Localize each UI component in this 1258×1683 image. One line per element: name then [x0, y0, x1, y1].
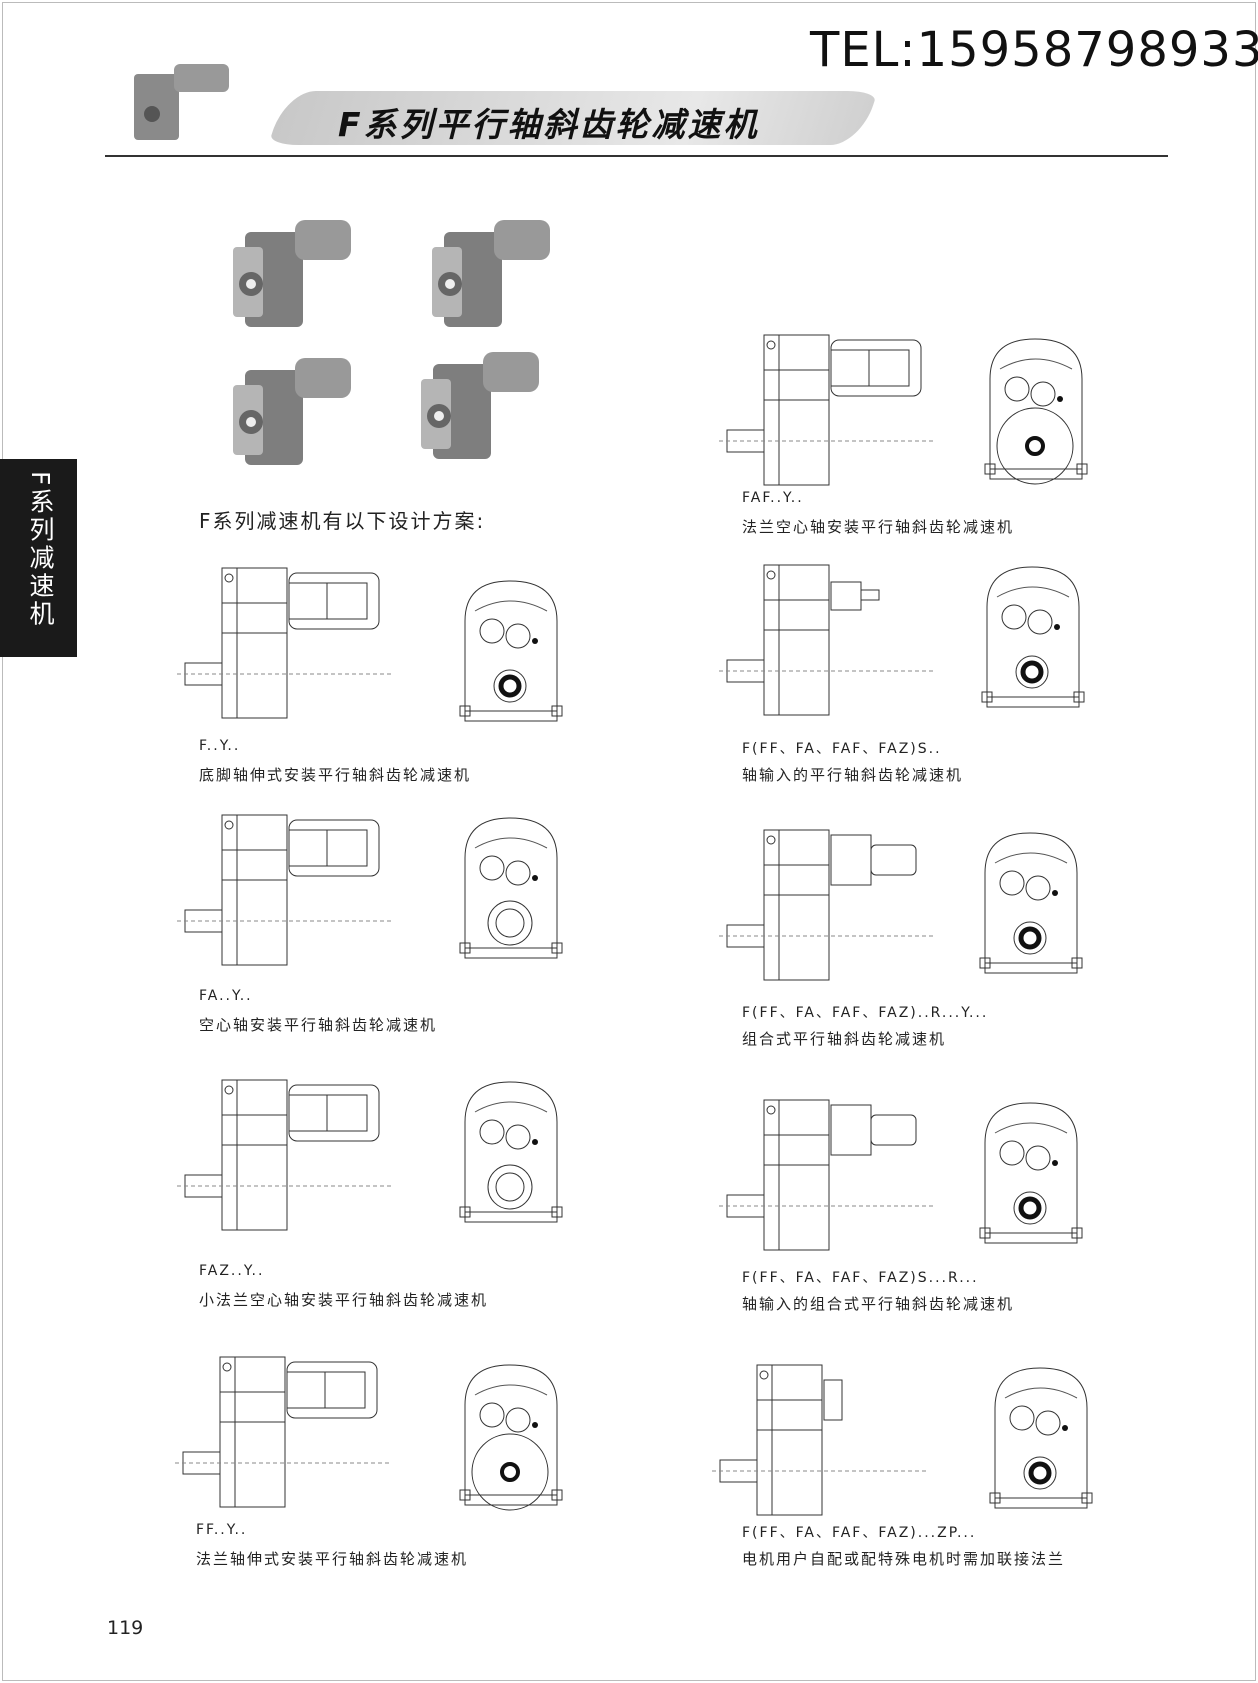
telephone: TEL:15958798933: [810, 22, 1258, 78]
design-desc: 小法兰空心轴安装平行轴斜齿轮减速机: [199, 1291, 489, 1309]
design-desc: 轴输入的组合式平行轴斜齿轮减速机: [742, 1295, 1015, 1313]
front-view-drawing: [989, 1367, 1093, 1509]
header-product-photo: [134, 64, 229, 140]
front-view-drawing: [459, 1364, 563, 1511]
design-label: F(FF、FA、FAF、FAZ)...ZP... 电机用户自配或配特殊电机时需加联…: [742, 1522, 1065, 1569]
side-view-drawing: [177, 814, 392, 966]
product-photo: [421, 352, 539, 459]
side-view-drawing: [719, 564, 934, 716]
design-desc: 空心轴安装平行轴斜齿轮减速机: [199, 1016, 438, 1034]
front-view-drawing: [459, 817, 563, 959]
design-label: F..Y.. 底脚轴伸式安装平行轴斜齿轮减速机: [199, 738, 471, 785]
side-tab: F系列减速机: [0, 459, 77, 657]
design-desc: 底脚轴伸式安装平行轴斜齿轮减速机: [199, 766, 472, 784]
front-view-drawing: [979, 1102, 1083, 1244]
page-number: 119: [107, 1617, 144, 1639]
product-photo: [233, 358, 351, 465]
side-view-drawing: [719, 334, 934, 486]
side-tab-label: F系列减速机: [26, 471, 55, 629]
header-divider: [105, 155, 1168, 157]
design-label: FA..Y.. 空心轴安装平行轴斜齿轮减速机: [199, 988, 437, 1035]
design-code: F(FF、FA、FAF、FAZ)S..: [742, 741, 942, 757]
front-view-drawing: [984, 338, 1088, 485]
side-view-drawing: [712, 1364, 927, 1516]
design-label: F(FF、FA、FAF、FAZ)S...R... 轴输入的组合式平行轴斜齿轮减速机: [742, 1267, 1014, 1314]
design-code: FAF..Y..: [742, 490, 804, 506]
front-view-drawing: [981, 566, 1085, 708]
side-view-drawing: [175, 1356, 390, 1508]
design-code: FA..Y..: [199, 988, 253, 1004]
design-desc: 法兰轴伸式安装平行轴斜齿轮减速机: [196, 1550, 469, 1568]
design-code: F(FF、FA、FAF、FAZ)...ZP...: [742, 1525, 977, 1541]
front-view-drawing: [979, 832, 1083, 974]
design-code: F(FF、FA、FAF、FAZ)..R...Y...: [742, 1005, 989, 1021]
side-view-drawing: [719, 1099, 934, 1251]
design-desc: 法兰空心轴安装平行轴斜齿轮减速机: [742, 518, 1015, 536]
side-view-drawing: [177, 1079, 392, 1231]
front-view-drawing: [459, 580, 563, 722]
design-label: F(FF、FA、FAF、FAZ)..R...Y... 组合式平行轴斜齿轮减速机: [742, 1002, 988, 1049]
intro-text: F系列减速机有以下设计方案:: [199, 509, 486, 533]
design-code: F..Y..: [199, 738, 241, 754]
design-label: FAF..Y.. 法兰空心轴安装平行轴斜齿轮减速机: [742, 490, 1014, 537]
design-code: F(FF、FA、FAF、FAZ)S...R...: [742, 1270, 979, 1286]
side-view-drawing: [719, 829, 934, 981]
design-label: FF..Y.. 法兰轴伸式安装平行轴斜齿轮减速机: [196, 1522, 468, 1569]
design-desc: 组合式平行轴斜齿轮减速机: [742, 1030, 947, 1048]
side-view-drawing: [177, 567, 392, 719]
page-title: F系列平行轴斜齿轮减速机: [338, 105, 760, 144]
design-desc: 电机用户自配或配特殊电机时需加联接法兰: [742, 1550, 1066, 1568]
design-code: FF..Y..: [196, 1522, 248, 1538]
design-label: F(FF、FA、FAF、FAZ)S.. 轴输入的平行轴斜齿轮减速机: [742, 738, 963, 785]
product-photo: [233, 220, 351, 327]
product-photo: [432, 220, 550, 327]
design-label: FAZ..Y.. 小法兰空心轴安装平行轴斜齿轮减速机: [199, 1263, 488, 1310]
front-view-drawing: [459, 1081, 563, 1223]
design-code: FAZ..Y..: [199, 1263, 265, 1279]
design-desc: 轴输入的平行轴斜齿轮减速机: [742, 766, 964, 784]
